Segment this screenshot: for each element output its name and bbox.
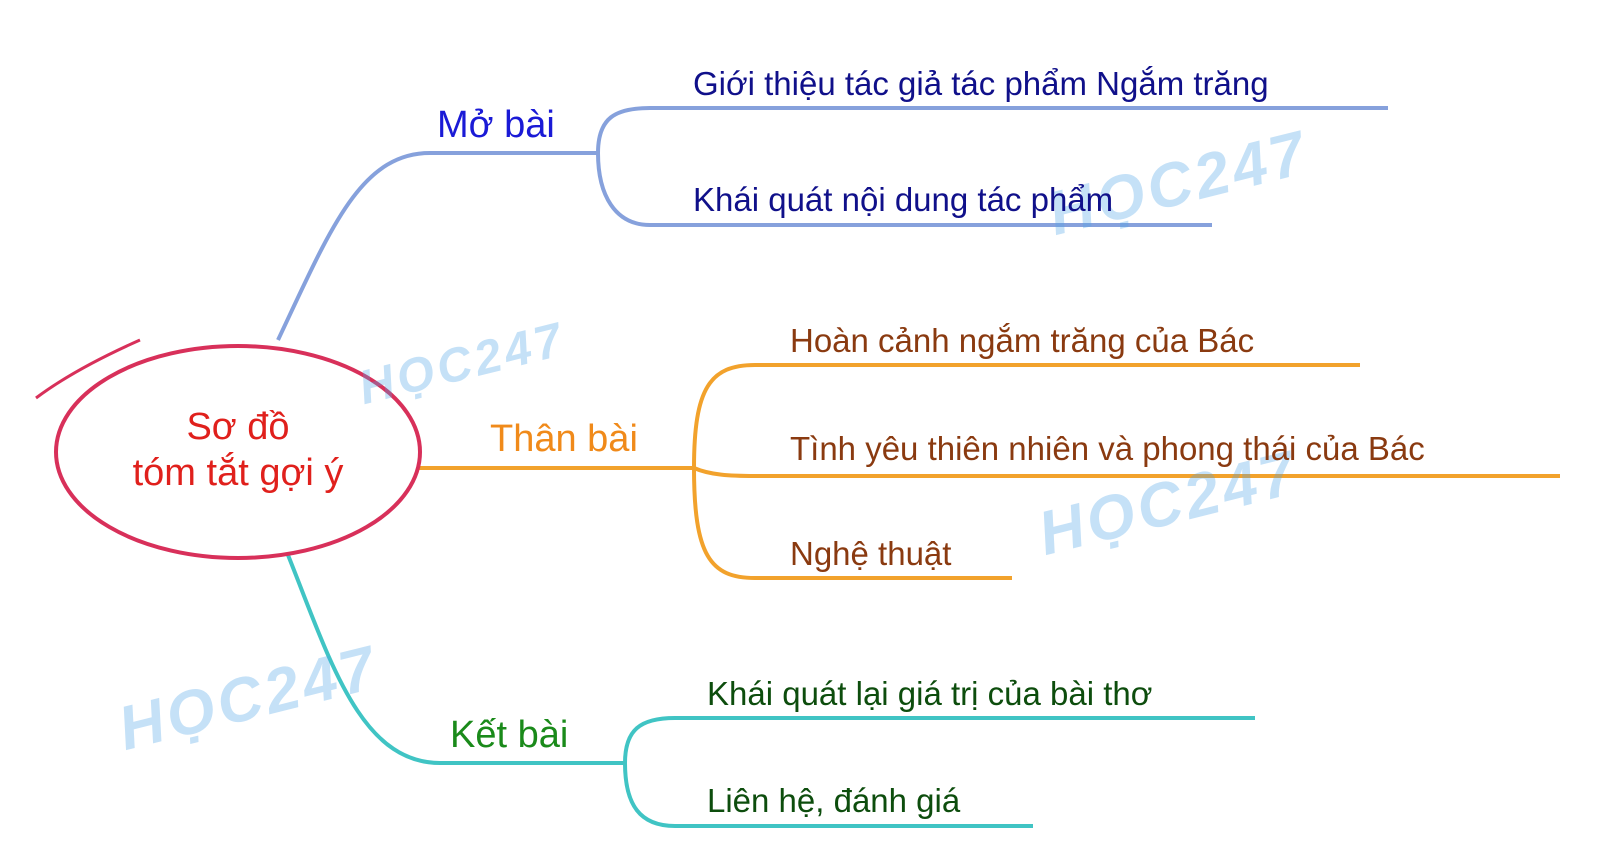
connector-center-to-ket-bai	[286, 554, 625, 765]
mo-bai-leaf-2: Khái quát nội dung tác phẩm	[693, 181, 1114, 218]
ket-bai-leaf-2: Liên hệ, đánh giá	[707, 782, 961, 819]
branch-than-bai-label: Thân bài	[490, 418, 638, 460]
connector-than-bai-to-leaf-1	[692, 363, 1360, 469]
branch-ket-bai-label: Kết bài	[450, 714, 569, 756]
connector-ket-bai-to-leaf-2	[623, 762, 1033, 828]
connector-than-bai-to-leaf-3	[692, 467, 1012, 580]
branch-mo-bai-label: Mở bài	[437, 104, 555, 146]
center-node-line-1: Sơ đồ	[186, 406, 290, 448]
connector-center-to-mo-bai	[276, 151, 598, 341]
connector-mo-bai-to-leaf-1	[596, 106, 1388, 154]
mo-bai-leaf-1: Giới thiệu tác giả tác phẩm Ngắm trăng	[693, 65, 1269, 102]
branch-mo-bai-connectors	[276, 106, 1388, 341]
branch-ket-bai-connectors	[286, 554, 1255, 828]
center-node-label: Sơ đồ tóm tắt gợi ý	[88, 405, 388, 496]
than-bai-leaf-1: Hoàn cảnh ngắm trăng của Bác	[790, 322, 1255, 359]
than-bai-leaf-3: Nghệ thuật	[790, 535, 952, 572]
connector-than-bai-to-leaf-2	[693, 466, 1560, 478]
ket-bai-leaf-1: Khái quát lại giá trị của bài thơ	[707, 675, 1153, 712]
branch-than-bai-connectors	[418, 363, 1560, 580]
than-bai-leaf-2: Tình yêu thiên nhiên và phong thái của B…	[790, 430, 1425, 467]
connector-mo-bai-to-leaf-2	[596, 152, 1212, 227]
connector-ket-bai-to-leaf-1	[623, 716, 1255, 764]
center-node-line-2: tóm tắt gợi ý	[132, 451, 344, 494]
center-node-stroke-tail	[35, 338, 141, 400]
center-node-ellipse	[54, 344, 422, 560]
